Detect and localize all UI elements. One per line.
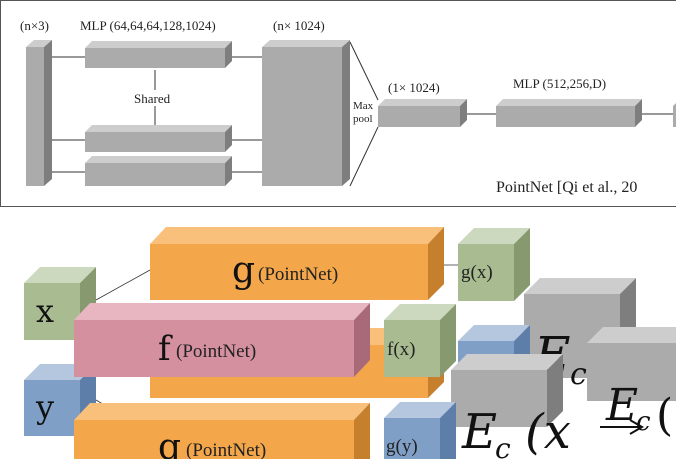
feature-shape-label: (n× 1024) bbox=[273, 18, 325, 33]
g-top-letter: g bbox=[232, 250, 255, 291]
mlp2-label: MLP (512,256,D) bbox=[513, 76, 606, 91]
input-block bbox=[26, 40, 52, 186]
gy-label: g(y) bbox=[386, 436, 418, 457]
fx-label: f(x) bbox=[387, 339, 415, 360]
ec-box-right bbox=[587, 327, 676, 401]
mlp-block-2 bbox=[85, 125, 232, 152]
x-label: x bbox=[36, 292, 54, 330]
output-block-partial bbox=[673, 103, 676, 127]
ec-arrow-head bbox=[629, 419, 644, 435]
ec-arrow-sub: c bbox=[636, 407, 651, 437]
x-cube: x bbox=[24, 267, 96, 340]
f-letter: f bbox=[158, 329, 173, 369]
global-shape-label: (1× 1024) bbox=[388, 80, 440, 95]
y-label: y bbox=[35, 388, 54, 426]
ec-bottom-paren-x: (x bbox=[525, 404, 571, 459]
g-bottom-sub: (PointNet) bbox=[186, 440, 266, 459]
shared-label: Shared bbox=[134, 91, 171, 106]
mlp-block-3 bbox=[85, 156, 232, 186]
ec-label-bottom: E c (x bbox=[461, 404, 571, 459]
ec-top-sub: c bbox=[570, 357, 587, 392]
feature-block bbox=[262, 40, 350, 186]
mlp1-label: MLP (64,64,64,128,1024) bbox=[80, 18, 216, 33]
gx-label: g(x) bbox=[461, 262, 493, 283]
gy-cube: g(y) bbox=[384, 402, 456, 459]
global-feature-block bbox=[378, 99, 467, 127]
maxpool-label-line2: pool bbox=[353, 113, 373, 125]
f-sub: (PointNet) bbox=[176, 341, 256, 362]
ec-arrow-paren: ( bbox=[656, 390, 673, 441]
maxpool-label-line1: Max bbox=[353, 100, 374, 112]
citation-label: PointNet [Qi et al., 20 bbox=[496, 179, 637, 196]
input-shape-label: (n×3) bbox=[20, 18, 49, 33]
bottom-panel: g(x) g (PointNet) x y bbox=[24, 227, 676, 459]
g-bottom-letter: g bbox=[158, 427, 181, 459]
f-pointnet-block: f (PointNet) bbox=[74, 303, 370, 377]
mlp2-block bbox=[496, 99, 642, 127]
gx-cube: g(x) bbox=[458, 228, 530, 301]
ec-arrow-label: E c ( bbox=[600, 380, 673, 441]
fx-cube: f(x) bbox=[384, 304, 456, 377]
top-panel: (n×3) MLP (64,64,64,128,1024) Shared (n×… bbox=[0, 0, 676, 207]
g-pointnet-top: g (PointNet) bbox=[150, 227, 444, 300]
mlp-block-1 bbox=[85, 41, 232, 68]
connector-lines bbox=[50, 41, 676, 187]
ec-bottom-letter: E bbox=[461, 404, 497, 459]
ec-arrow-letter: E bbox=[605, 380, 638, 431]
ec-bottom-sub: c bbox=[495, 432, 511, 459]
ec-box-bottom bbox=[451, 354, 563, 427]
g-pointnet-bottom: g (PointNet) bbox=[74, 403, 370, 459]
g-top-sub: (PointNet) bbox=[258, 264, 338, 285]
